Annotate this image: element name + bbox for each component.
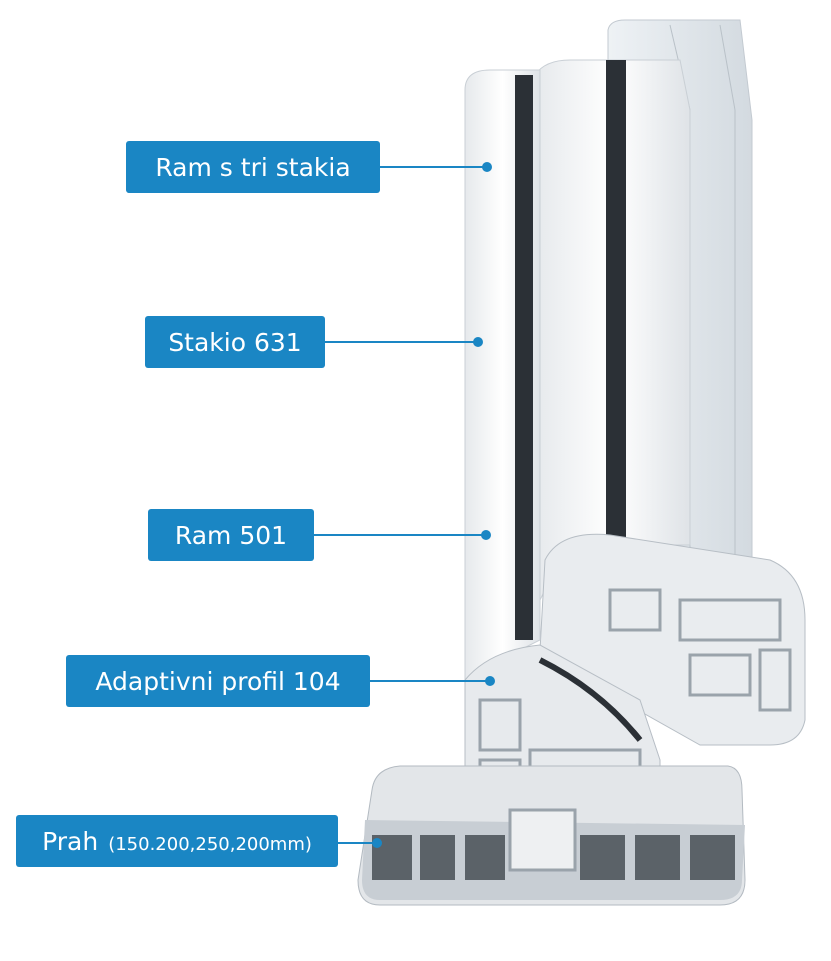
leader-line-glass-631 <box>325 341 478 343</box>
leader-line-frame-three-glass <box>380 166 487 168</box>
label-text: Ram s tri stakia <box>155 152 351 182</box>
label-text: Adaptivni profil 104 <box>95 666 341 696</box>
leader-line-sill <box>338 842 377 844</box>
marker-dot-glass-631 <box>473 337 483 347</box>
label-sill: Prah (150.200,250,200mm) <box>16 815 338 867</box>
label-frame-three-glass: Ram s tri stakia <box>126 141 380 193</box>
label-text: Stakio 631 <box>168 327 302 357</box>
leader-line-adaptive-profile <box>370 680 490 682</box>
leader-line-frame-501 <box>314 534 486 536</box>
label-subtext: (150.200,250,200mm) <box>108 833 312 855</box>
label-frame-501: Ram 501 <box>148 509 314 561</box>
label-adaptive-profile: Adaptivni profil 104 <box>66 655 370 707</box>
label-text: Prah <box>42 826 99 856</box>
marker-dot-adaptive-profile <box>485 676 495 686</box>
label-glass-631: Stakio 631 <box>145 316 325 368</box>
marker-dot-sill <box>372 838 382 848</box>
marker-dot-frame-three-glass <box>482 162 492 172</box>
marker-dot-frame-501 <box>481 530 491 540</box>
label-text: Ram 501 <box>174 520 288 550</box>
